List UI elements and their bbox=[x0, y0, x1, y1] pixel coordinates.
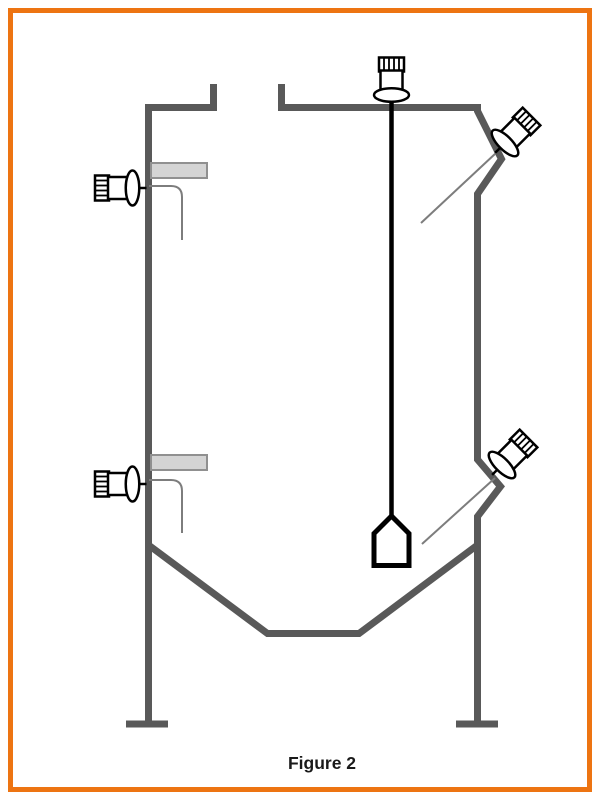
probe-right-upper bbox=[420, 152, 497, 224]
probe-right-lower bbox=[421, 477, 496, 545]
nozzle-bar-lower bbox=[150, 454, 208, 471]
paddle-weight bbox=[371, 512, 412, 568]
figure-border-frame bbox=[8, 8, 592, 792]
figure-caption: Figure 2 bbox=[288, 753, 356, 773]
level-sensor-top bbox=[372, 56, 411, 111]
nozzle-bar-upper bbox=[150, 162, 208, 179]
vessel-left-wall bbox=[145, 84, 217, 721]
vessel-hopper-bottom bbox=[146, 542, 480, 637]
side-sensor-lower bbox=[93, 465, 148, 503]
probe-left-lower bbox=[149, 479, 183, 533]
probe-left-upper bbox=[149, 185, 183, 240]
side-sensor-upper bbox=[93, 169, 148, 207]
vessel-right-wall bbox=[278, 84, 506, 721]
